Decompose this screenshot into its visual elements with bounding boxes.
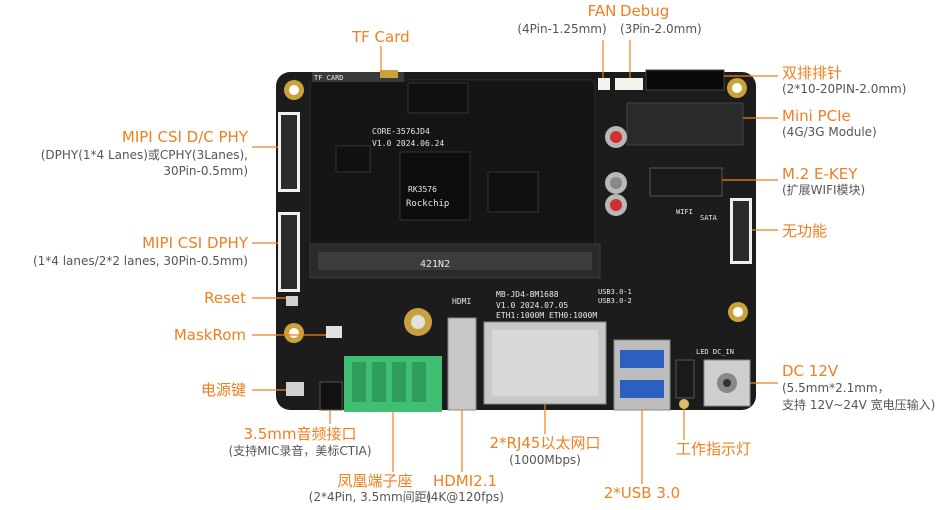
callout-audio-sub: (支持MIC录音，美标CTIA) xyxy=(228,444,372,458)
tf-card-contact xyxy=(380,70,398,78)
callout-m2-sub: (扩展WIFI模块) xyxy=(782,183,866,197)
silk-usb2: USB3.0-2 xyxy=(598,297,632,305)
callout-dual-row-title: 双排排针 xyxy=(782,64,843,82)
silk-wifi: WIFI xyxy=(676,208,693,216)
silk-mb-ver: V1.0 2024.07.05 xyxy=(496,301,568,310)
silk-led-dc: LED DC_IN xyxy=(696,348,734,356)
callout-debug-sub: (3Pin-2.0mm) xyxy=(620,22,702,36)
silk-hdmi: HDMI xyxy=(452,297,471,306)
memory-chip-1 xyxy=(407,82,469,114)
callout-audio-title: 3.5mm音频接口 xyxy=(243,425,357,443)
callout-csi-d-title: MIPI CSI DPHY xyxy=(142,234,248,252)
callout-fan-sub: (4Pin-1.25mm) xyxy=(517,22,607,36)
fan-connector xyxy=(598,78,610,90)
silk-eth: ETH1:1000M ETH0:1000M xyxy=(496,311,597,320)
callout-mini-pcie-sub: (4G/3G Module) xyxy=(782,125,877,139)
silk-core-ver: V1.0 2024.06.24 xyxy=(372,139,444,148)
callout-usb-title: 2*USB 3.0 xyxy=(603,484,681,502)
callout-phoenix-title: 凤凰端子座 xyxy=(337,472,413,490)
callout-dc-sub2: 支持 12V~24V 宽电压输入) xyxy=(782,398,936,412)
power-button xyxy=(286,382,304,396)
debug-connector xyxy=(615,78,643,90)
callout-rj45-title: 2*RJ45以太网口 xyxy=(489,434,601,452)
dual-row-header xyxy=(645,69,725,91)
callout-led-title: 工作指示灯 xyxy=(676,440,752,458)
m2-slot xyxy=(649,167,723,197)
callout-nofunc-title: 无功能 xyxy=(782,222,828,240)
callout-csi-dc-sub2: 30Pin-0.5mm) xyxy=(163,164,248,178)
silk-soc-model: RK3576 xyxy=(408,185,437,194)
silk-core: CORE-3576JD4 xyxy=(372,127,430,136)
callout-phoenix-sub: (2*4Pin, 3.5mm间距) xyxy=(308,490,432,504)
hdmi-port xyxy=(447,317,477,411)
capacitors xyxy=(404,126,627,336)
maskrom-button xyxy=(326,326,342,338)
silk-usb1: USB3.0-1 xyxy=(598,288,632,296)
callout-csi-d-sub: (1*4 lanes/2*2 lanes, 30Pin-0.5mm) xyxy=(32,254,248,268)
callout-dc-title: DC 12V xyxy=(782,362,839,380)
dc-jack xyxy=(703,359,751,407)
callout-tf-title: TF Card xyxy=(352,28,410,46)
silk-mb-code: 421N2 xyxy=(420,259,450,270)
callout-hdmi-title: HDMI2.1 xyxy=(432,472,498,490)
reset-button xyxy=(286,296,298,306)
soc-chip xyxy=(399,151,471,221)
callout-hdmi-sub: (4K@120fps) xyxy=(426,490,504,504)
callout-rj45-sub: (1000Mbps) xyxy=(509,453,581,467)
callout-debug-title: Debug xyxy=(620,2,670,20)
callout-mini-pcie-title: Mini PCIe xyxy=(782,107,851,125)
mini-pcie-slot xyxy=(626,102,744,146)
leader-lines xyxy=(252,40,778,484)
core-slot-pins xyxy=(318,252,592,270)
silk-tf: TF CARD xyxy=(314,74,344,82)
pmic-chip xyxy=(335,145,371,173)
callout-power-title: 电源键 xyxy=(200,381,246,399)
callout-fan-title: FAN xyxy=(587,2,617,20)
callout-csi-dc-sub1: (DPHY(1*4 Lanes)或CPHY(3Lanes), xyxy=(40,148,248,162)
callout-reset-title: Reset xyxy=(204,289,246,307)
silk-soc-brand: Rockchip xyxy=(406,199,449,209)
silk-mb: MB-JD4-BM1688 xyxy=(496,290,559,299)
callout-dual-row-sub: (2*10-20PIN-2.0mm) xyxy=(782,82,907,96)
callout-dc-sub1: (5.5mm*2.1mm， xyxy=(782,381,890,395)
audio-jack xyxy=(319,381,343,411)
silk-sata: SATA xyxy=(700,214,718,222)
tf-card-slot xyxy=(312,72,404,82)
memory-chip-2 xyxy=(487,171,539,213)
callout-m2-title: M.2 E-KEY xyxy=(782,165,858,183)
callout-csi-dc-title: MIPI CSI D/C PHY xyxy=(121,128,248,146)
led-indicator xyxy=(675,359,695,399)
callout-maskrom-title: MaskRom xyxy=(173,326,246,344)
